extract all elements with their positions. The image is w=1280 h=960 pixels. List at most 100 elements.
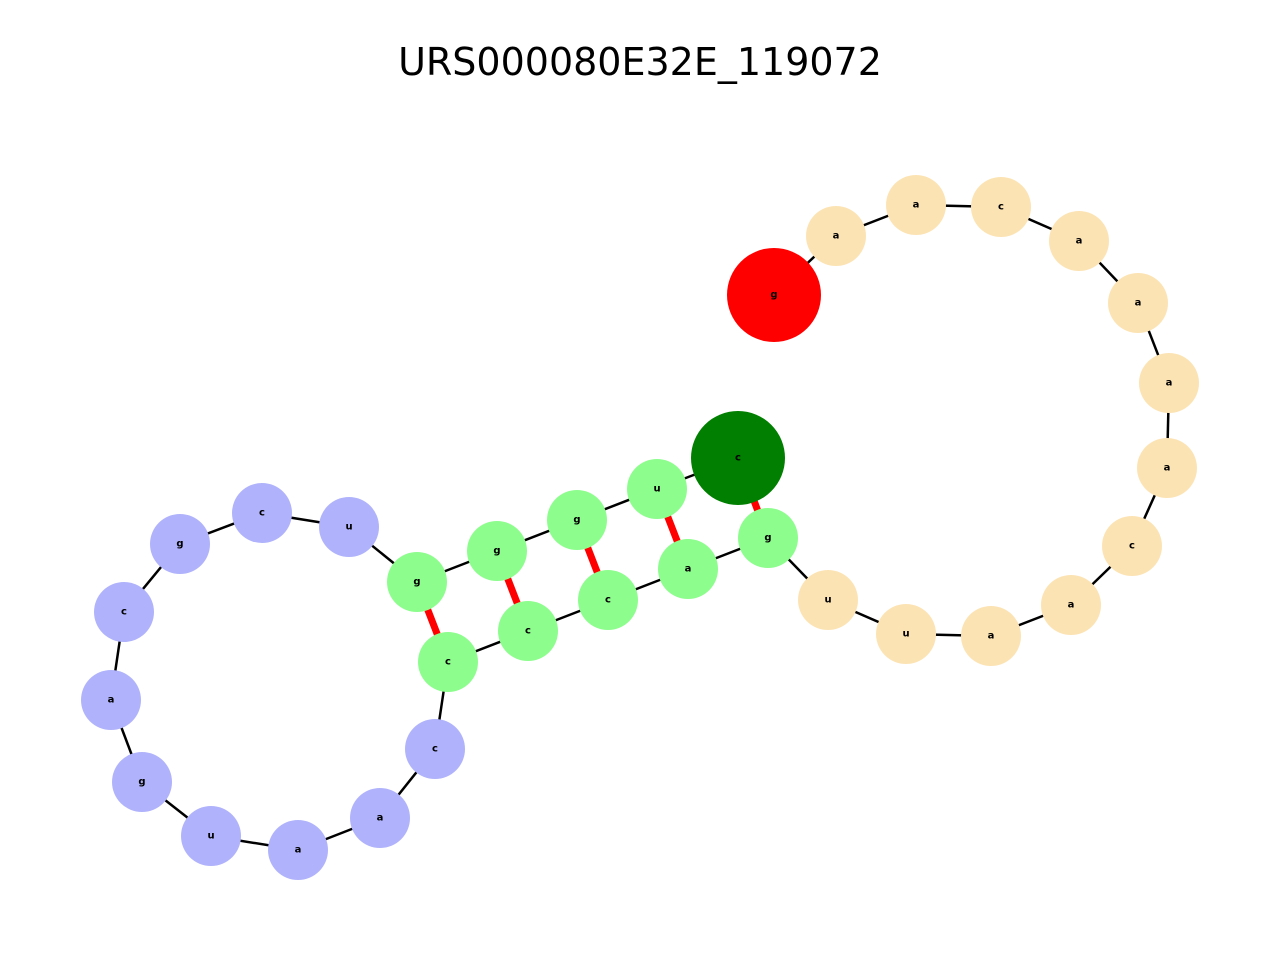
node-circle	[876, 604, 936, 664]
node-label: u	[824, 595, 831, 606]
nucleotide-node-stem: c	[578, 570, 638, 630]
nucleotide-node-tail: u	[876, 604, 936, 664]
node-circle	[1041, 575, 1101, 635]
node-label: g	[138, 777, 145, 788]
nucleotide-node-tail: a	[961, 606, 1021, 666]
node-label: g	[493, 546, 500, 557]
nucleotide-node-tail: a	[806, 206, 866, 266]
nucleotide-node-start: g	[727, 248, 821, 342]
node-label: a	[685, 564, 692, 575]
node-label: c	[998, 202, 1004, 213]
node-circle	[1108, 273, 1168, 333]
nucleotide-node-loop: a	[350, 788, 410, 848]
nucleotide-node-tail: a	[1041, 575, 1101, 635]
node-label: a	[108, 695, 115, 706]
nucleotide-node-tail: a	[886, 175, 946, 235]
nucleotide-node-stem: c	[418, 632, 478, 692]
node-circle	[658, 539, 718, 599]
diagram-title: URS000080E32E_119072	[398, 40, 882, 84]
nucleotide-node-stem: a	[658, 539, 718, 599]
node-circle	[150, 514, 210, 574]
node-label: a	[1164, 463, 1171, 474]
node-label: a	[988, 631, 995, 642]
nucleotide-node-loop: u	[319, 497, 379, 557]
nucleotide-node-loop: a	[81, 670, 141, 730]
node-label: c	[121, 607, 127, 618]
nucleotide-node-stem: g	[738, 508, 798, 568]
node-label: u	[345, 522, 352, 533]
node-label: c	[259, 508, 265, 519]
node-label: g	[413, 577, 420, 588]
node-circle	[319, 497, 379, 557]
node-circle	[81, 670, 141, 730]
nucleotide-node-tail: a	[1139, 353, 1199, 413]
node-circle	[627, 459, 687, 519]
node-label: a	[1166, 378, 1173, 389]
nucleotide-node-loop: u	[181, 806, 241, 866]
node-circle	[806, 206, 866, 266]
node-label: c	[445, 657, 451, 668]
node-label: u	[653, 484, 660, 495]
node-circle	[971, 177, 1031, 237]
node-circle	[112, 752, 172, 812]
node-circle	[578, 570, 638, 630]
nucleotide-node-loop: c	[405, 719, 465, 779]
node-label: a	[1068, 600, 1075, 611]
node-circle	[1139, 353, 1199, 413]
nucleotide-node-tail: a	[1049, 211, 1109, 271]
node-label: g	[764, 533, 771, 544]
node-circle	[181, 806, 241, 866]
nucleotide-node-loop: a	[268, 820, 328, 880]
node-circle	[547, 490, 607, 550]
nucleotide-node-loop: c	[94, 582, 154, 642]
nucleotide-node-loop: g	[112, 752, 172, 812]
node-circle	[418, 632, 478, 692]
nucleotide-node-loop: g	[150, 514, 210, 574]
nucleotide-node-tail: c	[971, 177, 1031, 237]
node-circle	[498, 601, 558, 661]
node-circle	[232, 483, 292, 543]
node-label: c	[735, 453, 741, 464]
nucleotide-node-stem: g	[387, 552, 447, 612]
nucleotide-node-tail: a	[1108, 273, 1168, 333]
node-circle	[961, 606, 1021, 666]
node-label: g	[770, 290, 777, 301]
node-label: c	[432, 744, 438, 755]
node-label: u	[902, 629, 909, 640]
node-label: a	[913, 200, 920, 211]
node-circle	[798, 570, 858, 630]
node-circle	[738, 508, 798, 568]
node-circle	[268, 820, 328, 880]
nucleotide-node-stem: g	[547, 490, 607, 550]
node-circle	[1102, 516, 1162, 576]
nucleotide-node-tail: a	[1137, 438, 1197, 498]
node-circle	[387, 552, 447, 612]
nucleotide-node-stem: u	[627, 459, 687, 519]
node-label: a	[1135, 298, 1142, 309]
node-label: c	[1129, 541, 1135, 552]
node-circle	[350, 788, 410, 848]
nodes-layer: g a a c a a a a c a a u u g a c c c c a a u g a c g c u g g g u c	[81, 175, 1199, 880]
nucleotide-node-tail: u	[798, 570, 858, 630]
node-circle	[727, 248, 821, 342]
nucleotide-node-stem: c	[498, 601, 558, 661]
node-label: c	[605, 595, 611, 606]
node-label: c	[525, 626, 531, 637]
nucleotide-node-stem: g	[467, 521, 527, 581]
nucleotide-node-end: c	[691, 411, 785, 505]
node-circle	[467, 521, 527, 581]
node-circle	[691, 411, 785, 505]
node-label: a	[377, 813, 384, 824]
nucleotide-node-tail: c	[1102, 516, 1162, 576]
node-label: g	[573, 515, 580, 526]
node-circle	[1049, 211, 1109, 271]
node-label: a	[833, 231, 840, 242]
nucleotide-node-loop: c	[232, 483, 292, 543]
node-label: a	[1076, 236, 1083, 247]
node-circle	[405, 719, 465, 779]
node-circle	[94, 582, 154, 642]
node-label: a	[295, 845, 302, 856]
node-label: u	[207, 831, 214, 842]
node-circle	[1137, 438, 1197, 498]
